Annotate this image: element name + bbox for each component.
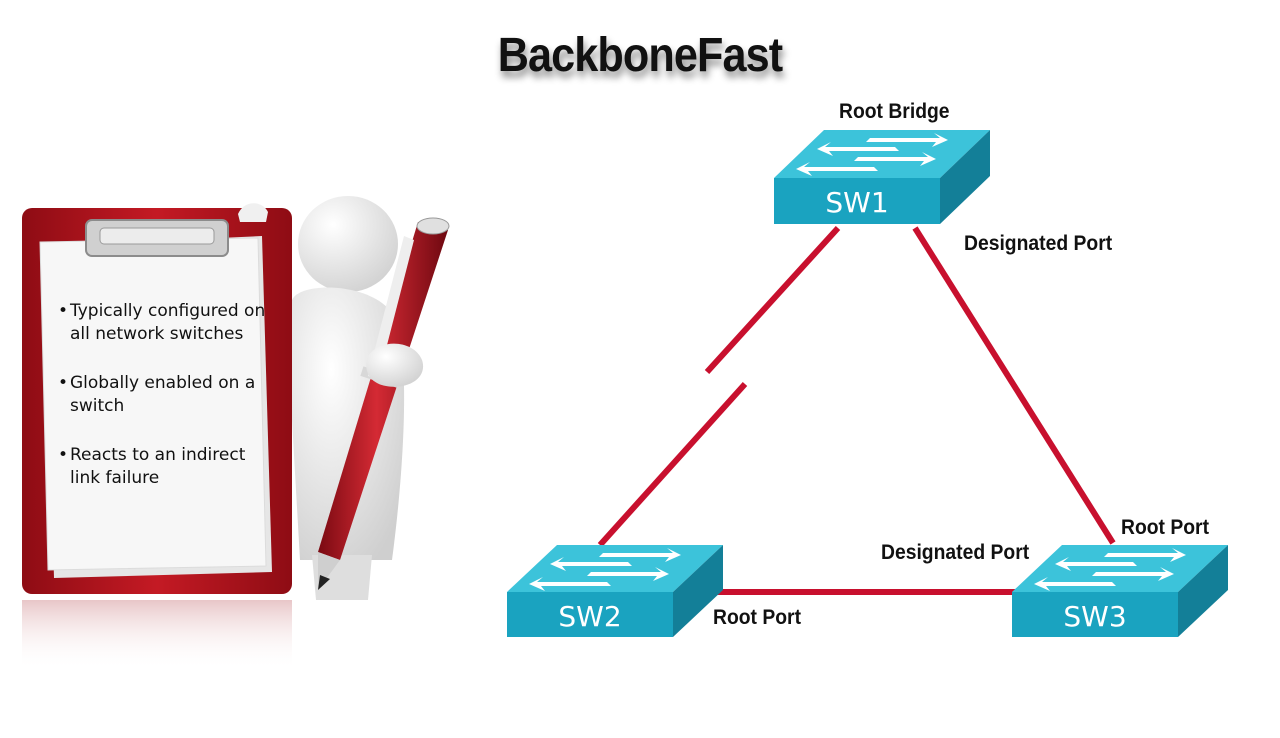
page-title: BackboneFast [497, 29, 783, 82]
switch-sw3 [1012, 545, 1228, 637]
arrows-icon [796, 133, 948, 176]
bullet-icon: • [58, 373, 69, 393]
network-links [597, 225, 1116, 595]
sw3-designated-port-label: Designated Port [881, 541, 1030, 564]
clipboard-clip-inner [99, 227, 215, 245]
bullet-text: Globally enabled on a switch [70, 373, 256, 416]
link-sw1-sw2-lower [597, 381, 748, 548]
bullet-text: Typically configured on all network swit… [70, 301, 266, 344]
arrows-icon [1034, 548, 1186, 591]
sw3-name: SW3 [1063, 600, 1127, 633]
clipboard-bullet-list: •Typically configured on all network swi… [58, 300, 268, 516]
switch-sw1 [774, 130, 990, 224]
switch-sw2-side [673, 545, 723, 637]
link-sw1-sw2-upper [704, 225, 841, 375]
sw3-root-port-label: Root Port [1121, 516, 1210, 539]
sw2-root-port-label: Root Port [713, 606, 802, 629]
bullet-icon: • [58, 445, 69, 465]
list-item: •Globally enabled on a switch [58, 372, 268, 418]
clipboard-reflection [22, 600, 292, 670]
sw1-designated-port-label: Designated Port [964, 232, 1113, 255]
person-hand-top [238, 203, 268, 222]
link-sw1-sw3 [912, 226, 1116, 545]
switch-sw3-side [1178, 545, 1228, 637]
bullet-icon: • [58, 301, 69, 321]
sw2-name: SW2 [558, 600, 622, 633]
switch-sw1-front [774, 178, 940, 224]
person-head [298, 196, 398, 292]
switch-sw2-front [507, 592, 673, 637]
switch-sw2 [507, 545, 723, 637]
person-hand-pen [366, 343, 424, 387]
clipboard-illustration [22, 196, 450, 670]
list-item: •Reacts to an indirect link failure [58, 444, 268, 490]
switch-sw3-front [1012, 592, 1178, 637]
root-bridge-label: Root Bridge [839, 100, 950, 123]
sw1-name: SW1 [825, 186, 889, 219]
switch-sw1-side [940, 130, 990, 224]
bullet-text: Reacts to an indirect link failure [70, 445, 246, 488]
list-item: •Typically configured on all network swi… [58, 300, 268, 346]
arrows-icon [529, 548, 681, 591]
